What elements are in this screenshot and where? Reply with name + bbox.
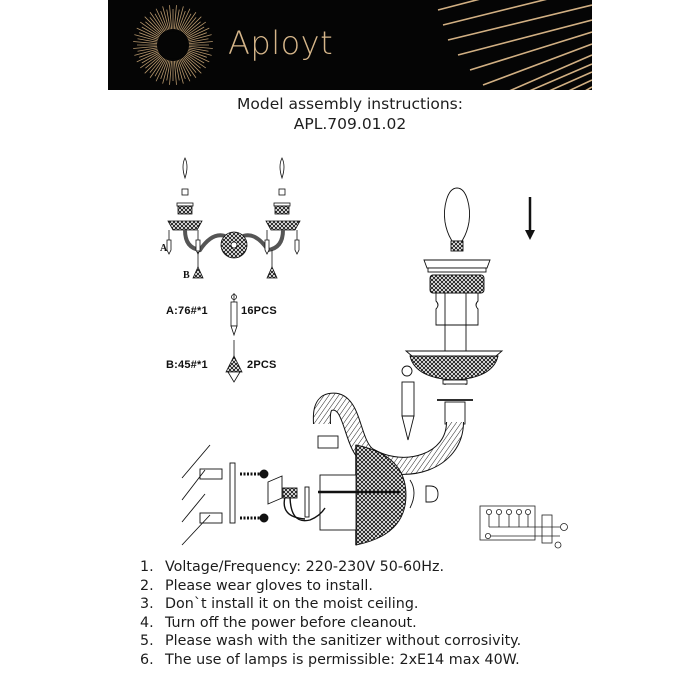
list-item: 3.Don`t install it on the moist ceiling. (140, 596, 419, 613)
sunburst-logo-icon (133, 0, 592, 90)
note-text: Please wash with the sanitizer without c… (165, 633, 522, 650)
list-item: 1.Voltage/Frequency: 220-230V 50-60Hz. (140, 559, 445, 575)
title-line: Model assembly instructions: (237, 95, 463, 113)
brand-name: Aployt (228, 24, 334, 62)
pendant-a-label: A (160, 243, 168, 254)
exploded-arm-drawing (181, 187, 504, 546)
arrow-down-icon (525, 197, 535, 240)
part-b-code: B:45#*1 (166, 359, 208, 371)
part-b-quantity: 2PCS (247, 359, 277, 371)
list-item: 6.The use of lamps is permissible: 2xE14… (140, 651, 520, 668)
crystal-tassel-pendant-icon (225, 340, 243, 383)
note-text: Turn off the power before cleanout. (165, 614, 417, 631)
sconce-overview-drawing (166, 157, 301, 279)
note-text: Don`t install it on the moist ceiling. (165, 596, 419, 613)
part-a-quantity: 16PCS (241, 305, 277, 317)
note-text: The use of lamps is permissible: 2xE14 m… (165, 651, 520, 668)
wiring-terminal-diagram (479, 505, 568, 549)
list-item: 2.Please wear gloves to install. (140, 577, 373, 594)
note-text: Please wear gloves to install. (165, 577, 373, 594)
page-title: Model assembly instructions: APL.709.01.… (0, 94, 700, 134)
list-item: 5.Please wash with the sanitizer without… (140, 633, 522, 650)
model-number: APL.709.01.02 (293, 115, 407, 133)
safety-notes-list: 1.Voltage/Frequency: 220-230V 50-60Hz. 2… (140, 558, 521, 670)
brand-banner: Aployt (108, 0, 592, 90)
note-text: Voltage/Frequency: 220-230V 50-60Hz. (165, 559, 445, 575)
part-a-code: A:76#*1 (166, 305, 208, 317)
crystal-prism-pendant-icon (230, 293, 238, 337)
pendant-b-label: B (183, 270, 190, 281)
list-item: 4.Turn off the power before cleanout. (140, 614, 417, 631)
